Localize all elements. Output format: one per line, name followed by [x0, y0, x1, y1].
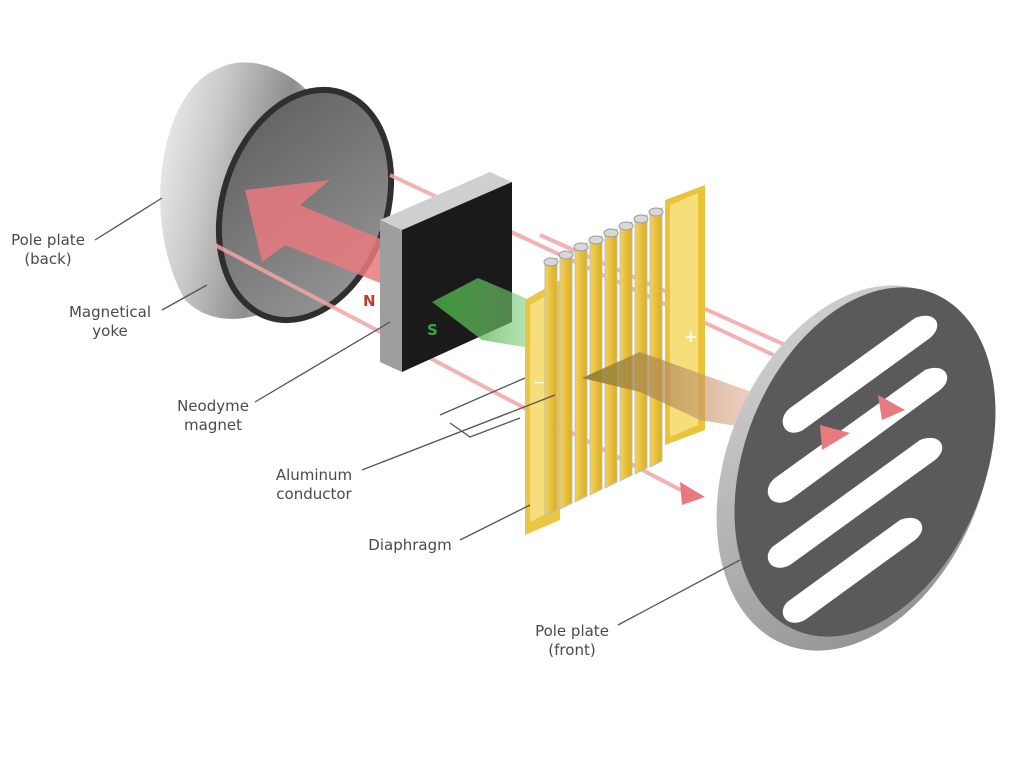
label-pole-plate-front: Pole plate (front)	[535, 622, 609, 659]
label-pole-plate-back: Pole plate (back)	[11, 231, 85, 268]
magnet-north-pole-label: N	[363, 292, 376, 310]
magnetic-flux-arrow-back	[245, 180, 395, 285]
field-arrows-front	[680, 395, 905, 505]
terminal-plus-sign: +	[684, 327, 697, 346]
diaphragm-field-beam	[582, 352, 760, 430]
label-neodyme-magnet: Neodyme magnet	[177, 397, 249, 434]
conductor-field-beam	[432, 278, 530, 348]
diaphragm-assembly: − +	[525, 185, 705, 535]
label-aluminum-conductor: Aluminum conductor	[275, 466, 353, 503]
terminal-minus-sign: −	[533, 375, 545, 391]
leader-lines	[94, 197, 741, 626]
label-diaphragm: Diaphragm	[368, 536, 452, 554]
neodyme-magnet-block	[380, 172, 512, 372]
magnet-south-pole-label: S	[427, 321, 438, 339]
pole-plate-front	[716, 285, 996, 651]
label-magnetical-yoke: Magnetical yoke	[68, 303, 152, 340]
